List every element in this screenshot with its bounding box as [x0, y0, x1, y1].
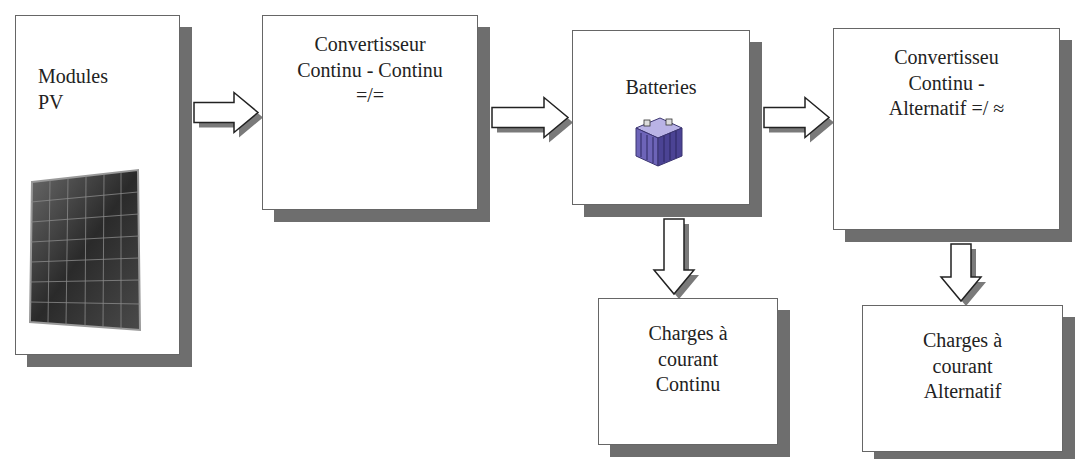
box-label: Charges à courant Continu	[633, 321, 743, 398]
load-box: Charges à courant Continu	[598, 298, 778, 445]
block-arrow	[764, 98, 834, 143]
process-box: Convertisseur Continu - Continu =/=	[262, 15, 478, 210]
battery-icon	[636, 118, 682, 166]
block-arrow	[941, 244, 986, 306]
process-box: Convertisseu Continu - Alternatif =/ ≈	[833, 28, 1060, 230]
arrow-body	[492, 98, 568, 138]
box-label: Convertisseur Continu - Continu =/=	[295, 32, 445, 109]
block-arrow	[492, 98, 573, 143]
arrow-body	[654, 219, 694, 294]
box-label: Batteries	[586, 75, 736, 101]
arrow-body	[941, 244, 981, 301]
block-arrow	[194, 93, 263, 138]
storage-box: Batteries	[572, 30, 750, 205]
pv-panel	[30, 170, 140, 330]
box-label: Charges à courant Alternatif	[908, 328, 1018, 405]
arrow-body	[764, 98, 829, 138]
load-box: Charges à courant Alternatif	[862, 305, 1063, 452]
source-box: Modules PV	[15, 15, 180, 355]
box-label: Convertisseu Continu - Alternatif =/ ≈	[872, 45, 1022, 122]
block-arrow	[654, 219, 699, 299]
arrow-body	[194, 93, 258, 133]
box-label: Modules PV	[38, 64, 138, 115]
